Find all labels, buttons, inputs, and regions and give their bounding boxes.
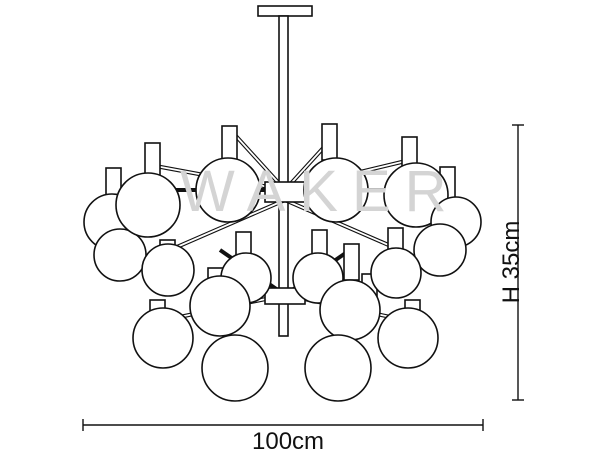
glass-globe xyxy=(377,307,439,369)
glass-globe xyxy=(201,334,269,402)
center-rod xyxy=(278,15,289,337)
glass-globe xyxy=(303,157,369,223)
height-label: H 35cm xyxy=(498,220,525,304)
glass-globe xyxy=(370,247,422,299)
arm-inner xyxy=(284,199,401,251)
candle-sleeve xyxy=(221,125,238,163)
glass-globe xyxy=(132,307,194,369)
glass-globe xyxy=(304,334,372,402)
glass-globe xyxy=(319,279,381,341)
ceiling-plate xyxy=(257,5,313,17)
candle-sleeve xyxy=(343,243,360,281)
glass-globe xyxy=(141,243,195,297)
candle-sleeve xyxy=(321,123,338,161)
glass-globe xyxy=(115,172,181,238)
upper-hub xyxy=(264,181,306,203)
glass-globe xyxy=(195,157,261,223)
arm-inner xyxy=(169,199,286,251)
glass-globe xyxy=(93,228,147,282)
glass-globe xyxy=(383,162,449,228)
glass-globe xyxy=(413,223,467,277)
arm-inner xyxy=(234,134,286,191)
width-label: 100cm xyxy=(252,428,325,455)
glass-globe xyxy=(189,275,251,337)
